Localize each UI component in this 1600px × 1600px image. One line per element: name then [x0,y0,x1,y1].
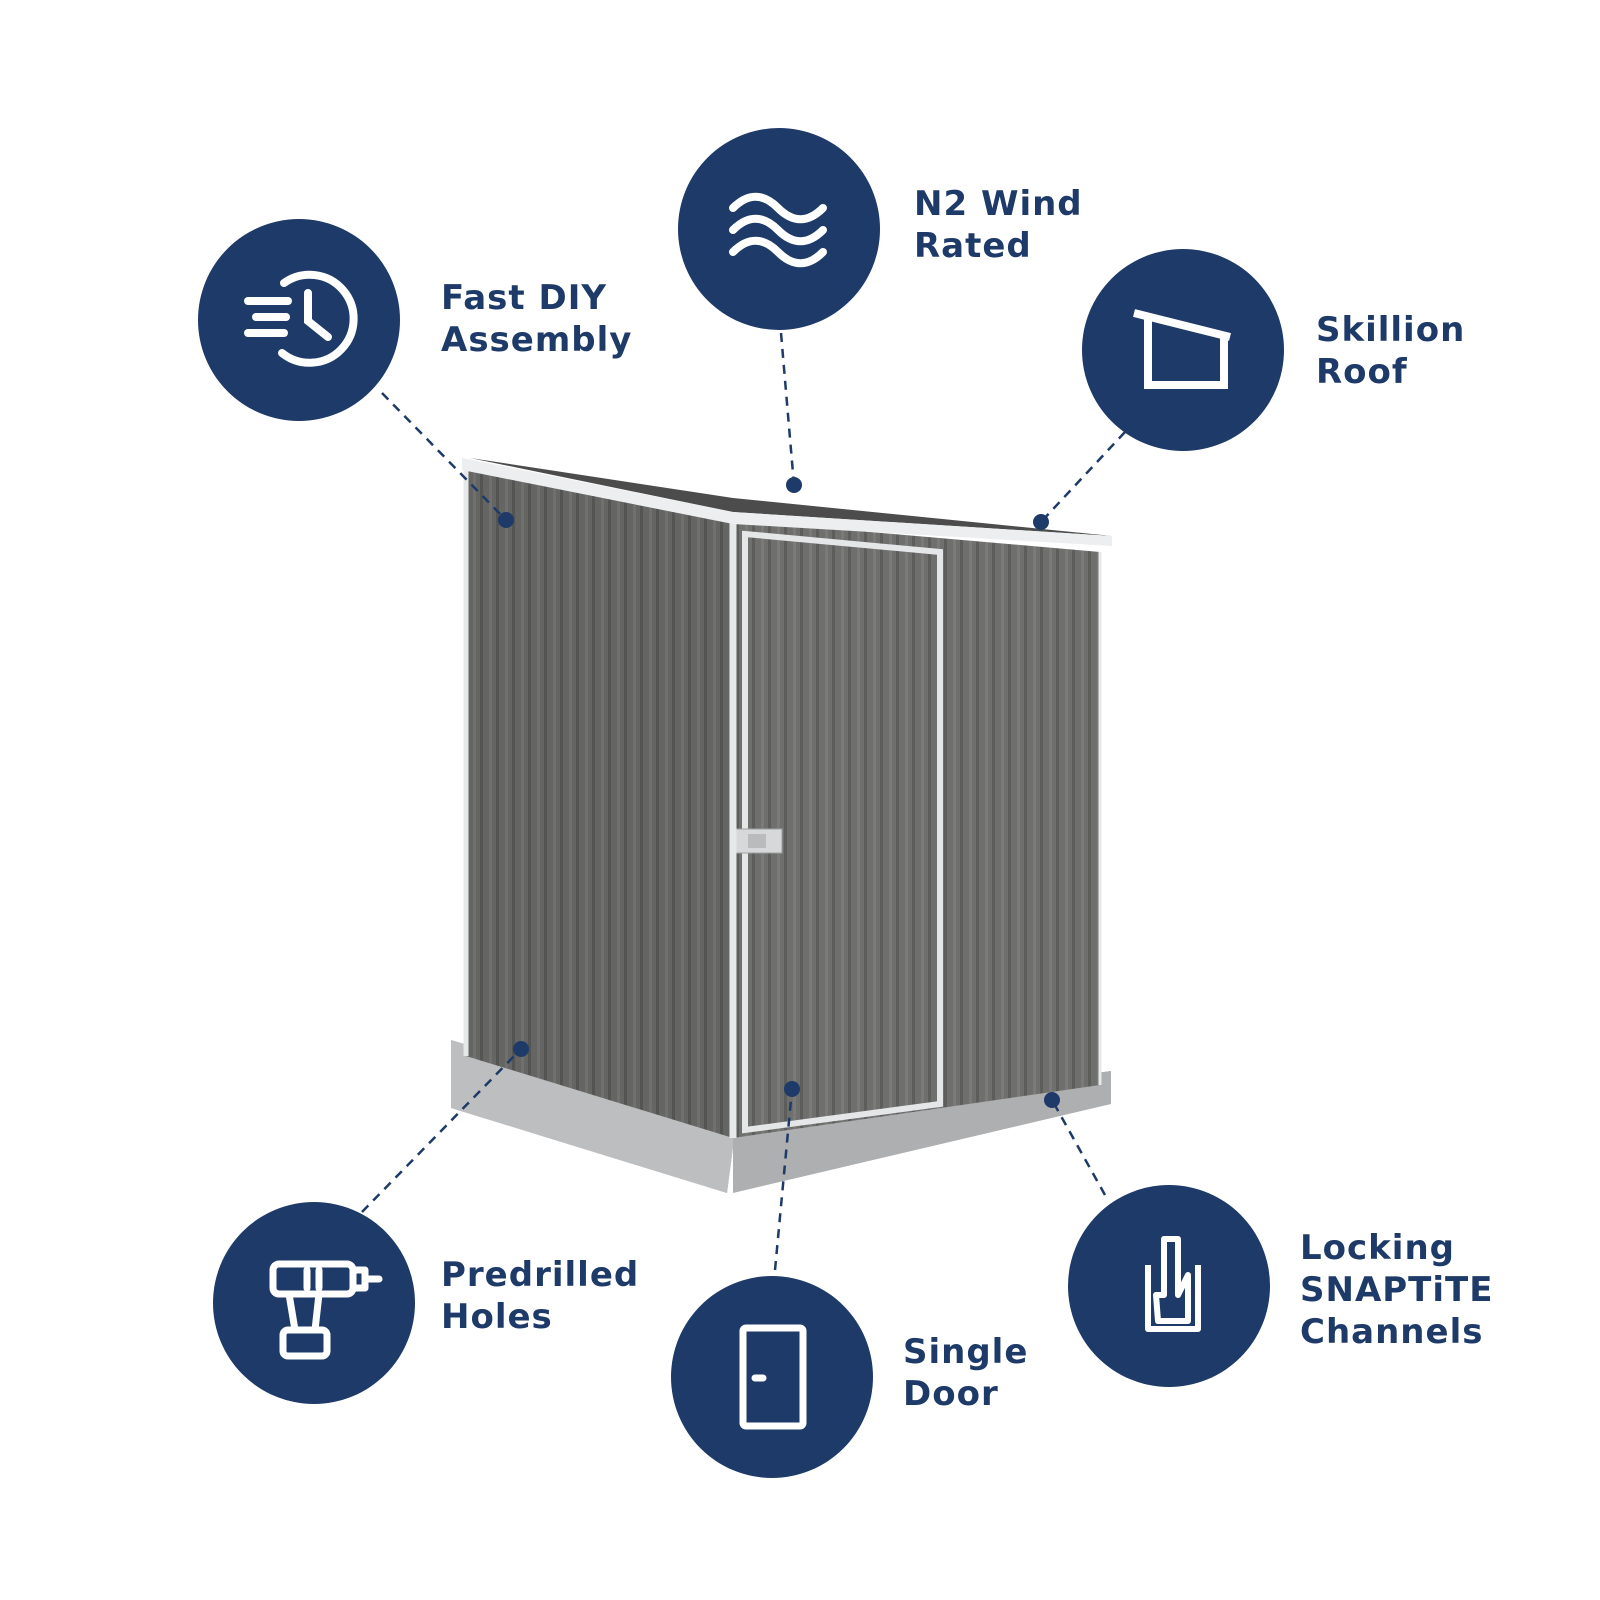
feature-badge-fast-diy-assembly [198,219,400,421]
feature-label-predrilled-holes: Predrilled Holes [441,1255,640,1337]
feature-badge-single-door [671,1276,873,1478]
feature-label-single-door: Single Door [903,1332,1029,1414]
channel-icon [1145,1236,1201,1332]
feature-label-fast-diy-assembly: Fast DIY Assembly [441,278,633,360]
feature-label-skillion-roof: Skillion Roof [1316,310,1466,392]
feature-badge-skillion-roof [1082,249,1284,451]
callout-lines [361,332,1126,1271]
shed-roof [462,458,1112,546]
feature-badge-locking-snaptite-channels [1068,1185,1270,1387]
clock-speed-icon [244,270,358,367]
drill-icon [269,1260,383,1360]
shed-door [729,530,943,1134]
callout-dots [498,477,1060,1108]
shed-side-wall [466,467,733,1138]
skillion-roof-icon [1133,309,1231,389]
door-icon [739,1324,807,1430]
shed-trim [463,467,1102,1138]
feature-badge-n2-wind-rated [678,128,880,330]
feature-label-locking-snaptite-channels: Locking SNAPTiTE Channels [1300,1228,1494,1352]
feature-badge-predrilled-holes [213,1202,415,1404]
feature-label-n2-wind-rated: N2 Wind Rated [914,184,1083,266]
wind-waves-icon [729,192,827,268]
